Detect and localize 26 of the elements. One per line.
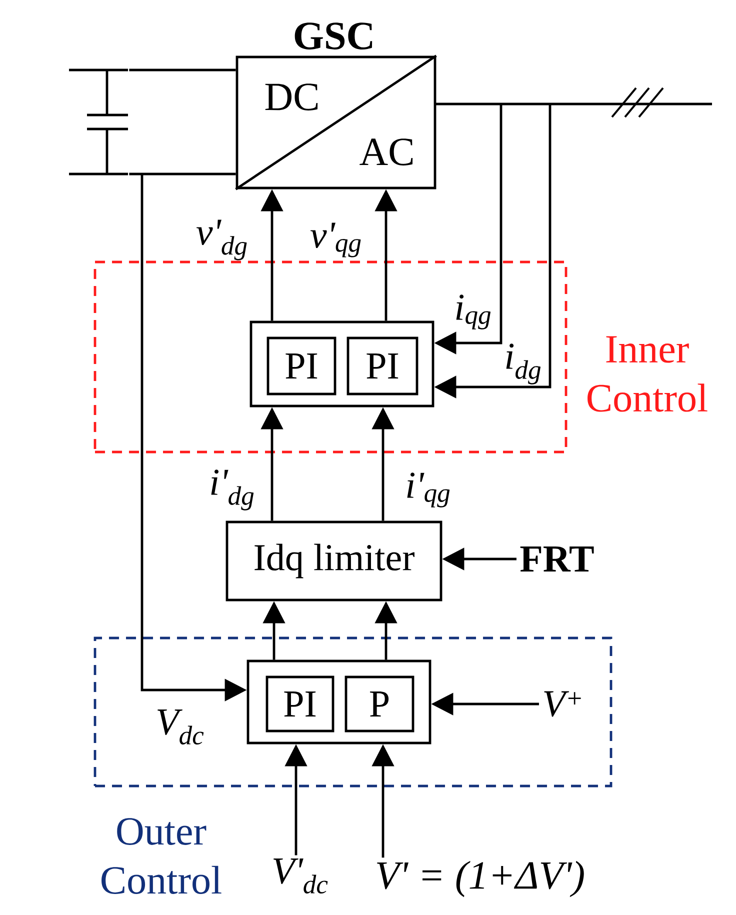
controller-box — [250, 320, 434, 408]
signal-label: V'$_{dc}$ — [274, 858, 328, 894]
limiter-block: Idq limiter — [226, 520, 442, 602]
edge-label: i'$_{dg}$ — [211, 470, 254, 510]
group-label: Inner Control — [588, 336, 708, 412]
controller-block: PI — [266, 676, 334, 732]
converter-label: DC — [265, 84, 318, 110]
controller-block: PI — [346, 336, 418, 396]
edge-label: V$_{dc}$ — [158, 709, 204, 745]
edge-label: i'$_{qg}$ — [407, 472, 450, 508]
signal-label: V$^{+}$ — [544, 691, 581, 717]
edge-label: i$_{qg}$ — [456, 294, 491, 330]
controller-box — [246, 660, 432, 744]
wire — [129, 172, 236, 176]
signal-label: FRT — [520, 546, 594, 572]
converter-label: AC — [360, 138, 413, 166]
controller-block: P — [344, 676, 414, 732]
wire — [129, 68, 236, 72]
controller-block: PI — [266, 336, 336, 396]
capacitor-symbol — [68, 68, 130, 176]
converter-title: GSC — [294, 22, 372, 50]
edge-label: v'$_{dg}$ — [196, 220, 247, 260]
group-label: Outer Control — [102, 818, 222, 894]
edge-label: v'$_{qg}$ — [310, 222, 361, 258]
edge-label: i$_{dg}$ — [506, 344, 541, 384]
signal-label: V' = (1+ΔV') — [377, 860, 584, 898]
